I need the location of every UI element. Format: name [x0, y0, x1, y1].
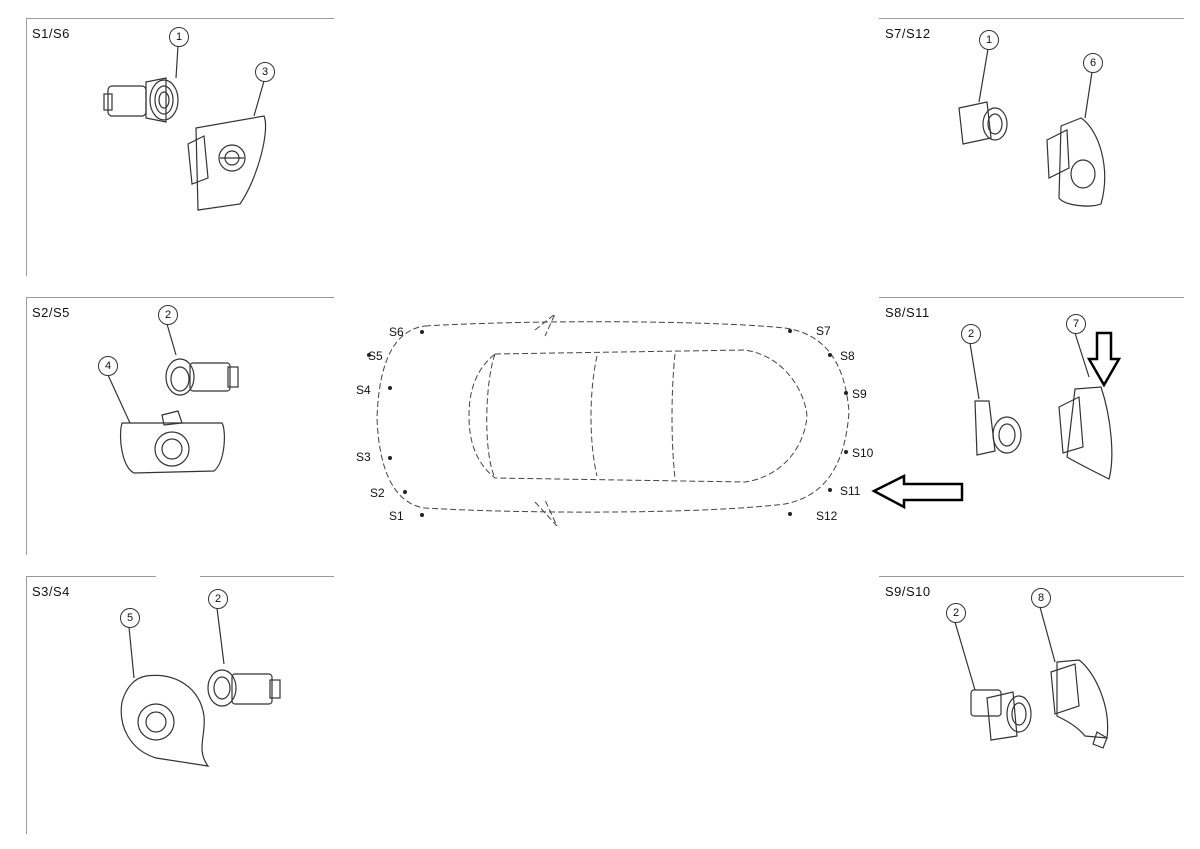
panel-rule — [26, 576, 27, 834]
sensor-dot — [388, 456, 392, 460]
panel-title: S3/S4 — [32, 584, 70, 599]
sensor-label-s11: S11 — [840, 484, 861, 498]
panel-title: S7/S12 — [885, 26, 931, 41]
sensor-parts-illustration — [954, 606, 1109, 749]
panel-s2-s5: S2/S5 2 4 — [26, 297, 334, 555]
callout-number: 8 — [1031, 588, 1051, 608]
panel-rule — [879, 297, 1184, 298]
callout-number: 5 — [120, 608, 140, 628]
panel-s9-s10: S9/S10 2 8 — [879, 576, 1184, 834]
panel-s7-s12: S7/S12 1 6 — [879, 18, 1184, 276]
callout-number: 2 — [946, 603, 966, 623]
sensor-parts-illustration — [969, 331, 1122, 480]
panel-rule — [26, 576, 156, 577]
sensor-dot — [828, 488, 832, 492]
sensor-label-s6: S6 — [389, 325, 404, 339]
callout-number: 3 — [255, 62, 275, 82]
sensor-dot — [388, 386, 392, 390]
panel-rule — [879, 18, 1184, 19]
sensor-label-s7: S7 — [816, 324, 831, 338]
panel-rule — [26, 297, 334, 298]
sensor-label-s5: S5 — [368, 349, 383, 363]
sensor-dot — [844, 391, 848, 395]
sensor-label-s9: S9 — [852, 387, 867, 401]
panel-s1-s6: S1/S6 1 3 — [26, 18, 334, 276]
panel-rule — [26, 18, 334, 19]
sensor-parts-illustration — [107, 323, 239, 474]
sensor-parts-illustration — [103, 45, 267, 211]
sensor-label-s2: S2 — [370, 486, 385, 500]
panel-s3-s4: S3/S4 5 2 — [26, 576, 334, 834]
sensor-dot — [403, 490, 407, 494]
panel-title: S9/S10 — [885, 584, 931, 599]
sensor-label-s4: S4 — [356, 383, 371, 397]
sensor-dot — [367, 353, 371, 357]
callout-number: 2 — [158, 305, 178, 325]
panel-title: S8/S11 — [885, 305, 930, 320]
callout-number: 1 — [169, 27, 189, 47]
car-top-view — [376, 313, 850, 527]
sensor-label-s8: S8 — [840, 349, 855, 363]
callout-number: 7 — [1066, 314, 1086, 334]
panel-rule — [26, 297, 27, 555]
callout-number: 4 — [98, 356, 118, 376]
sensor-label-s3: S3 — [356, 450, 371, 464]
panel-rule — [26, 18, 27, 276]
indicator-arrow — [1086, 331, 1122, 388]
sensor-dot — [828, 353, 832, 357]
sensor-dot — [788, 512, 792, 516]
callout-number: 6 — [1083, 53, 1103, 73]
panel-s8-s11: S8/S11 2 7 — [879, 297, 1184, 555]
sensor-dot — [420, 330, 424, 334]
sensor-label-s1: S1 — [389, 509, 404, 523]
sensor-dot — [788, 329, 792, 333]
sensor-dot — [420, 513, 424, 517]
callout-number: 2 — [961, 324, 981, 344]
panel-rule — [879, 576, 1184, 577]
sensor-parts-illustration — [120, 607, 281, 767]
panel-title: S1/S6 — [32, 26, 70, 41]
panel-title: S2/S5 — [32, 305, 70, 320]
sensor-parts-illustration — [958, 48, 1106, 207]
sensor-label-s12: S12 — [816, 509, 838, 523]
panel-rule — [200, 576, 334, 577]
indicator-arrow — [871, 473, 964, 510]
callout-number: 2 — [208, 589, 228, 609]
sensor-dot — [844, 450, 848, 454]
callout-number: 1 — [979, 30, 999, 50]
sensor-label-s10: S10 — [852, 446, 874, 460]
